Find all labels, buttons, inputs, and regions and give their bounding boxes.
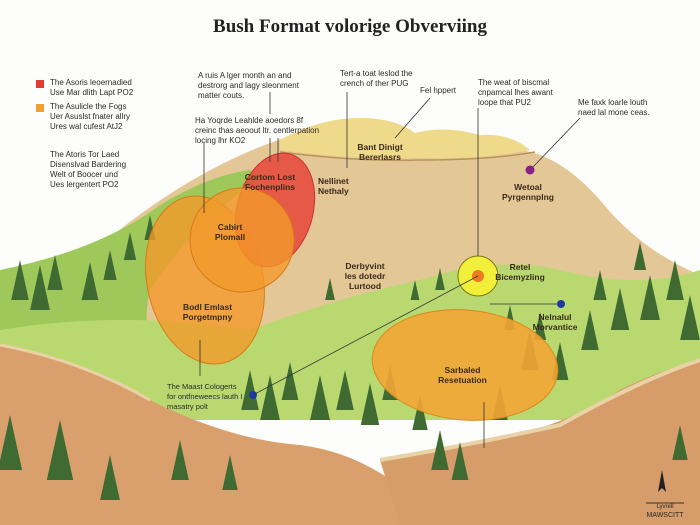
legend-swatch-red: [36, 80, 44, 88]
tree-icon: [593, 270, 607, 300]
leader-lines: [199, 92, 581, 448]
zone-label-purple-site: Wetoal Pyrgennplng: [502, 182, 554, 202]
tree-icon: [640, 275, 660, 320]
zone-label-ridge: Nellinet Nethaly: [318, 176, 349, 196]
tree-icon: [103, 250, 117, 280]
tree-icon: [410, 280, 420, 300]
tree-icon: [310, 375, 330, 420]
tree-icon: [47, 255, 63, 290]
scale-label: Lyvrell: [656, 504, 674, 510]
orange-zone-right: [371, 309, 559, 421]
tree-icon: [0, 415, 23, 470]
compass-label: MAWSCITT: [646, 512, 684, 519]
tree-icon: [81, 262, 99, 300]
tree-icon: [46, 420, 74, 480]
tree-icon: [11, 260, 29, 300]
tree-icon: [610, 288, 630, 330]
tree-icon: [123, 232, 137, 260]
zone-label-red: Cortom Lost Fochenplins: [244, 172, 296, 192]
callout-top-left: A ruis A lger month an and destrorg and …: [198, 71, 299, 100]
diagram-title: Bush Format volorige Obverviing: [213, 16, 487, 37]
zone-label-orange-right: Sarbaled Resetuation: [438, 365, 487, 385]
north-arrow-icon: [646, 470, 684, 504]
tree-icon: [171, 440, 189, 480]
trees: [0, 215, 700, 500]
tree-icon: [260, 375, 280, 420]
callout-far-right: Me faxk loarle louth naed lal mone ceas.: [578, 98, 650, 117]
zone-label-yellow-site: Retel Bicemyzling: [495, 262, 545, 282]
tree-icon: [680, 295, 700, 340]
foreground-right-earth: [380, 360, 700, 525]
orange-zone-upper: [189, 187, 295, 293]
tree-icon: [431, 430, 449, 470]
tree-icon: [325, 278, 335, 300]
tree-icon: [633, 242, 647, 270]
tree-icon: [412, 395, 428, 430]
tree-icon: [672, 425, 688, 460]
zone-label-midslope: Derbyvint les dotedr Lurtood: [344, 261, 386, 291]
tree-icon: [336, 370, 354, 410]
tree-icon: [100, 455, 120, 500]
callout-top-right: The weat of biscmal cnpamcal lhes awant …: [478, 78, 553, 107]
tree-icon: [281, 362, 299, 400]
blue-site-marker: [557, 300, 565, 308]
callout-mid-left: Ha Yoqrde Leahlde aoedors 8f creinc thas…: [195, 116, 320, 145]
tree-icon: [435, 268, 445, 290]
legend-item-red: The Asoris leoernadied Use Mar dlith Lap…: [50, 78, 134, 97]
zone-label-blue-site: Nelnalul Morvantice: [532, 312, 578, 332]
tree-icon: [360, 383, 380, 425]
callout-peak: Fel hppert: [420, 86, 457, 95]
legend-swatch-orange: [36, 104, 44, 112]
legend-item-orange: The Asulicle the Fogs Uer Asuslst fnater…: [50, 102, 131, 131]
ridge-line: [279, 151, 536, 162]
summit-cap: [280, 118, 530, 159]
tree-icon: [241, 370, 259, 410]
tree-icon: [222, 455, 238, 490]
zone-label-summit: Bant Dinigt Bererlasrs: [357, 142, 403, 162]
callout-bottom-left: The Maast Cologerts for ontfneweecs laut…: [167, 382, 243, 411]
callout-top-center: Tert-a toat leslod the crench of ther PU…: [340, 69, 413, 88]
zone-label-orange-lower: Bodl Emlast Porgetmpny: [182, 302, 233, 322]
legend-item-note: The Atoris Tor Laed Disenslvad Bardering…: [50, 150, 127, 189]
tree-icon: [533, 312, 547, 340]
tree-icon: [30, 265, 50, 310]
zone-label-orange-upper: Cabirt Plomall: [214, 222, 246, 242]
tree-icon: [666, 260, 684, 300]
tree-icon: [581, 310, 599, 350]
tree-icon: [451, 442, 469, 480]
